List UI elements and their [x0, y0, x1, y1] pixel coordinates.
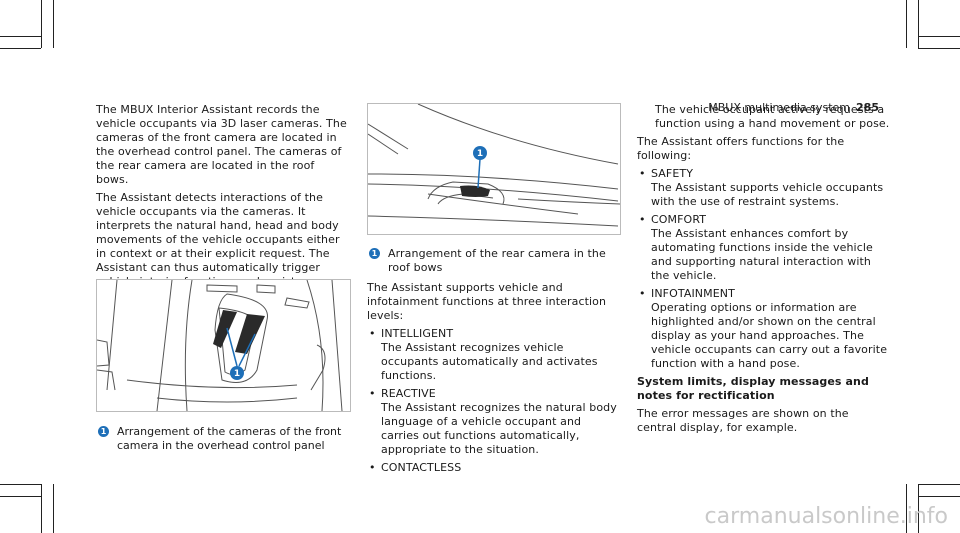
figure-caption: 1 Arrangement of the cameras of the fron…: [96, 425, 350, 453]
crop-mark: [0, 48, 41, 49]
crop-mark: [0, 484, 41, 485]
bullet: •: [639, 167, 646, 180]
column-1: The MBUX Interior Assistant records the …: [96, 103, 350, 307]
list-item-label: SAFETY: [651, 167, 694, 180]
list-item-text: The Assistant recognizes the natural bod…: [381, 401, 617, 456]
overhead-panel-illustration: 1: [96, 279, 343, 412]
bullet: •: [369, 461, 376, 474]
paragraph: The Assistant detects interactions of th…: [96, 191, 340, 302]
crop-mark: [906, 0, 907, 48]
paragraph: The Assistant offers functions for the f…: [637, 135, 845, 162]
bullet: •: [369, 327, 376, 340]
list-item-text: The vehicle occupant actively requests a…: [655, 103, 890, 130]
list-item: • SAFETY: [637, 167, 891, 181]
paragraph: The MBUX Interior Assistant records the …: [96, 103, 347, 186]
front-camera-figure: 1: [96, 279, 351, 412]
list-item-label: COMFORT: [651, 213, 707, 226]
crop-mark: [41, 0, 42, 48]
caption-text: Arrangement of the cameras of the front …: [117, 425, 342, 452]
page-number: 285: [856, 101, 879, 114]
list-item-label: INTELLIGENT: [381, 327, 454, 340]
bullet: •: [369, 387, 376, 400]
crop-mark: [906, 484, 907, 533]
header-title: MBUX multimedia system: [708, 101, 851, 114]
crop-mark: [918, 496, 960, 497]
crop-mark: [918, 484, 919, 533]
column-3: The vehicle occupant actively requests a…: [637, 103, 891, 439]
crop-mark: [918, 36, 960, 37]
crop-mark: [918, 484, 960, 485]
list-item-text: The Assistant recognizes vehicle occupan…: [381, 341, 598, 382]
crop-mark: [53, 484, 54, 533]
paragraph: The error messages are shown on the cent…: [637, 407, 849, 434]
caption-badge: 1: [369, 248, 380, 259]
crop-mark: [918, 0, 919, 48]
rear-camera-figure: 1: [367, 103, 621, 235]
callout-badge: 1: [234, 369, 240, 379]
column-2: 1 Arrangement of the rear camera in the …: [367, 247, 621, 475]
caption-badge: 1: [98, 426, 109, 437]
crop-mark: [918, 48, 960, 49]
page-header: MBUX multimedia system 285: [708, 101, 879, 114]
crop-mark: [0, 36, 41, 37]
list-item-text: The Assistant enhances comfort by automa…: [651, 227, 873, 282]
list-item-text: Operating options or information are hig…: [651, 301, 888, 370]
caption-text: Arrangement of the rear camera in the ro…: [388, 247, 606, 274]
list-item-text: The Assistant supports vehicle occupants…: [651, 181, 884, 208]
callout-badge: 1: [477, 149, 483, 159]
roof-bow-illustration: 1: [367, 103, 621, 227]
crop-mark: [0, 496, 41, 497]
section-heading: System limits, display messages and note…: [637, 375, 869, 402]
list-item: • INFOTAINMENT: [637, 287, 891, 301]
list-item: • INTELLIGENT: [367, 327, 621, 341]
list-item: • REACTIVE: [367, 387, 621, 401]
list-item-label: CONTACTLESS: [381, 461, 462, 474]
list-item-label: INFOTAINMENT: [651, 287, 735, 300]
list-item: • CONTACTLESS: [367, 461, 621, 475]
bullet: •: [639, 287, 646, 300]
bullet: •: [639, 213, 646, 226]
crop-mark: [41, 484, 42, 533]
list-item-label: REACTIVE: [381, 387, 436, 400]
list-item: • COMFORT: [637, 213, 891, 227]
watermark: carmanualsonline.info: [704, 504, 948, 529]
crop-mark: [53, 0, 54, 48]
paragraph: The Assistant supports vehicle and infot…: [367, 281, 607, 322]
